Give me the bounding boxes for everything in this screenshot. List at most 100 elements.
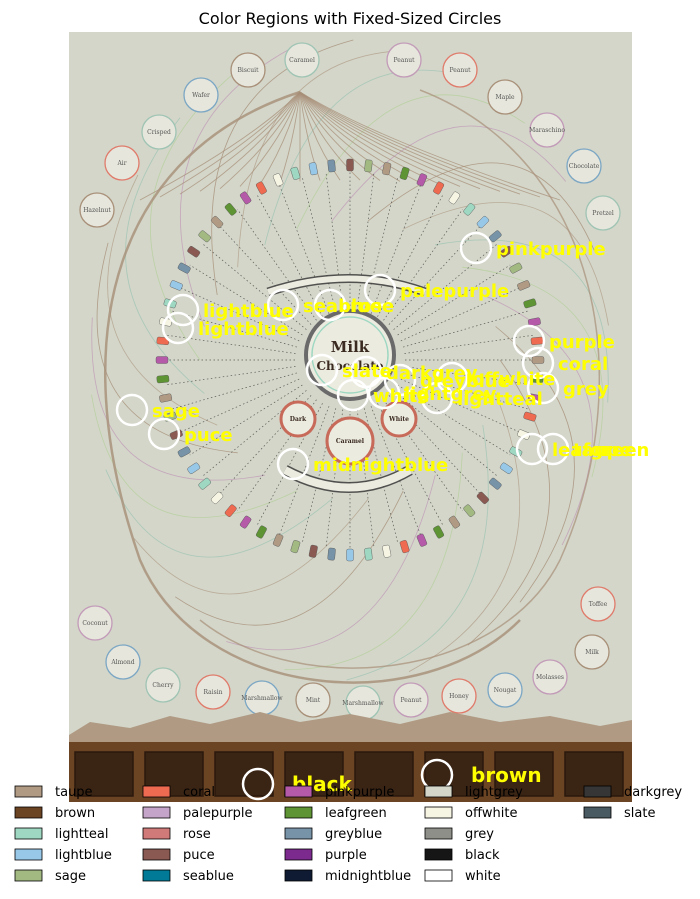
label-taupe: taupe — [573, 440, 632, 461]
candy-bar-wrapper — [224, 504, 237, 517]
ingredient-bubble: Cherry — [145, 667, 181, 703]
radial-spoke — [301, 176, 337, 312]
candy-bar-wrapper — [255, 525, 267, 539]
label-rose: rose — [350, 296, 394, 317]
secondary-hub-label: Caramel — [336, 438, 365, 445]
connector-curve — [462, 266, 604, 478]
ingredient-bubble: Hazelnut — [79, 192, 115, 228]
connector-curve — [105, 469, 333, 558]
connector-curve — [367, 162, 595, 251]
region-label-layer: pinkpurplepalepurpleseablueroselightblue… — [152, 239, 649, 796]
connector-curve — [435, 239, 609, 403]
ingredient-bubble: Biscuit — [230, 52, 266, 88]
connector-curve — [299, 91, 461, 187]
ingredient-label: Chocolate — [569, 163, 600, 170]
candy-bar-wrapper — [239, 191, 252, 205]
ingredient-label: Marshmallow — [241, 695, 283, 702]
marker-purple — [512, 324, 546, 358]
marker-taupe — [536, 432, 570, 466]
top-banner-fill — [267, 275, 427, 295]
candy-bar-wrapper — [399, 166, 410, 180]
ingredient-bubble: Peanut — [442, 52, 478, 88]
legend-swatch — [142, 806, 171, 819]
legend-entry-sage: sage — [14, 869, 86, 884]
radial-spoke — [171, 372, 297, 410]
connector-curve — [467, 359, 550, 646]
radial-spoke — [237, 209, 317, 321]
radial-spoke — [370, 184, 422, 314]
legend-swatch — [284, 848, 313, 861]
marker-lightblue — [161, 311, 195, 345]
radial-spoke — [356, 409, 375, 549]
legend-label: black — [465, 848, 500, 863]
candy-bar-wrapper — [159, 393, 173, 403]
legend-label: leafgreen — [325, 806, 387, 821]
candy-bar-wrapper — [476, 491, 489, 504]
candy-bar-wrapper — [177, 446, 191, 458]
ingredient-bubble: Toffee — [580, 586, 616, 622]
legend-entry-darkgrey: darkgrey — [583, 785, 682, 800]
radial-spoke — [278, 406, 330, 536]
label-greyblue: greyblue — [420, 371, 510, 392]
marker-sage — [115, 393, 149, 427]
connector-curve — [279, 91, 301, 183]
legend-swatch — [424, 848, 453, 861]
connector-curve — [159, 91, 301, 198]
connector-curve — [299, 91, 501, 192]
candy-bar-wrapper — [290, 540, 301, 554]
ingredient-label: Wafer — [192, 92, 210, 99]
label-lightteal: lightteal — [457, 389, 543, 410]
legend-entry-rose: rose — [142, 827, 211, 842]
legend-entry-brown: brown — [14, 806, 95, 821]
legend-swatch — [14, 785, 43, 798]
legend-entry-leafgreen: leafgreen — [284, 806, 387, 821]
ingredient-label: Honey — [449, 693, 469, 700]
candy-bar-wrapper — [476, 216, 489, 229]
legend-entry-pinkpurple: pinkpurple — [284, 785, 394, 800]
connector-curve — [139, 91, 301, 201]
ingredient-label: Coconut — [82, 620, 108, 627]
ingredient-label: Cherry — [152, 682, 174, 689]
candy-bar-wrapper — [489, 230, 502, 243]
candy-bar-wrapper — [463, 504, 476, 517]
ingredient-label: Peanut — [449, 67, 471, 74]
label-lightblue: lightblue — [198, 319, 289, 340]
legend-entry-midnightblue: midnightblue — [284, 869, 411, 884]
connector-curve — [107, 174, 218, 426]
candy-bar-wrapper — [169, 280, 183, 291]
secondary-hub: White — [380, 400, 418, 438]
ingredient-bubble: Peanut — [386, 42, 422, 78]
legend-label: midnightblue — [325, 869, 411, 884]
candy-bar-wrapper — [382, 544, 392, 558]
legend: taupebrownlightteallightbluesagecoralpal… — [14, 785, 682, 884]
label-palepurple: palepurple — [400, 281, 509, 302]
radial-spoke — [257, 403, 323, 525]
radial-spoke — [370, 406, 422, 536]
ingredient-label: Marshmallow — [342, 700, 384, 707]
connector-curve — [408, 393, 521, 672]
label-leafgreen: leafgreen — [552, 440, 649, 461]
legend-entry-black: black — [424, 848, 500, 863]
candy-bar-wrapper — [523, 298, 537, 309]
connector-curve — [264, 69, 474, 245]
candy-bar-wrapper — [499, 246, 513, 258]
legend-entry-lightgrey: lightgrey — [424, 785, 523, 800]
connector-curve — [284, 452, 463, 671]
radial-spoke — [325, 409, 344, 549]
legend-label: lightteal — [55, 827, 109, 842]
ingredient-label: Crisped — [147, 129, 171, 136]
radial-spoke — [218, 225, 312, 325]
marker-leafgreen — [515, 432, 549, 466]
ingredient-label: Mint — [306, 697, 321, 704]
marker-lightteal — [420, 381, 454, 415]
ingredient-bubble: Honey — [441, 678, 477, 714]
legend-entry-slate: slate — [583, 806, 655, 821]
candy-bar-wrapper — [517, 280, 531, 291]
radial-spoke — [404, 334, 534, 354]
ingredient-label: Hazelnut — [83, 207, 111, 214]
chocolate-bar-strip — [69, 712, 632, 802]
ingredient-bubble: Coconut — [77, 605, 113, 641]
candy-bar-wrapper — [308, 162, 318, 176]
radial-spoke — [403, 310, 529, 348]
